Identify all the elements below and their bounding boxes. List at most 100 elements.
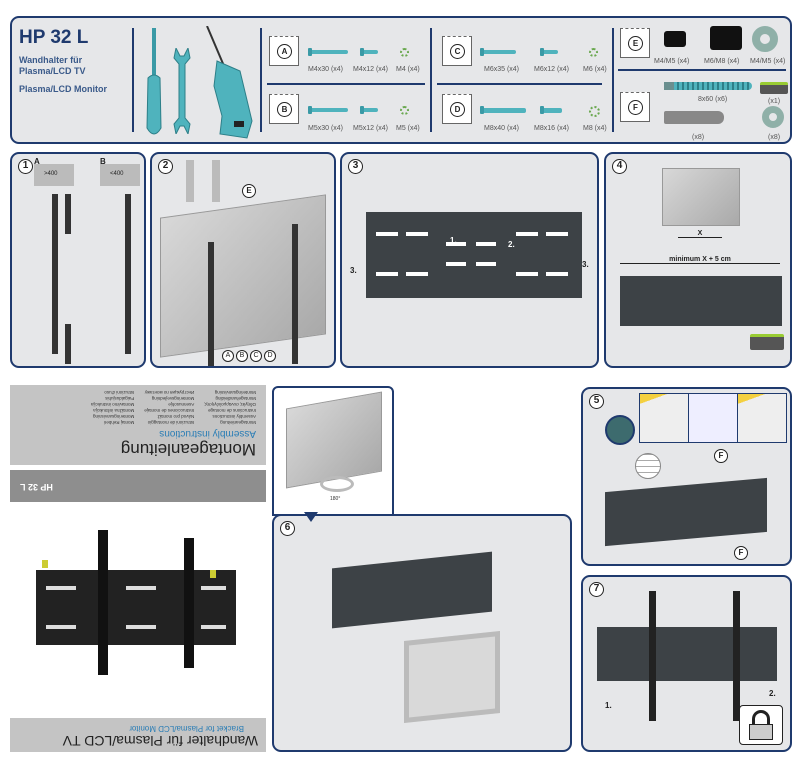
part-label: M4/M5 (x4): [750, 58, 786, 65]
subtitle-line3: Plasma/LCD Monitor: [19, 84, 108, 94]
bracket-arm: [649, 591, 656, 721]
bracket-arm: [292, 224, 298, 364]
part-label: (x8): [692, 134, 705, 141]
bag-letter: A: [277, 44, 292, 59]
bracket-arm: [52, 194, 58, 354]
bag-letter: B: [277, 102, 292, 117]
bag-C: C: [442, 36, 472, 66]
part-label: M6x35 (x4): [484, 66, 520, 73]
wall-plate: [605, 477, 767, 547]
cover-model-band: HP 32 L: [10, 470, 266, 502]
bag-A: A: [269, 36, 299, 66]
bag-letter: C: [450, 44, 465, 59]
wall-plate: [332, 551, 492, 629]
callout-f: F: [714, 449, 728, 463]
cover-subtitle: Assembly instructions: [159, 428, 256, 439]
step-6-panel: 6: [272, 512, 572, 752]
tv-back: [160, 194, 326, 358]
wall-plug-icon: [664, 111, 724, 124]
tv-front: [404, 630, 500, 724]
down-arrow-icon: [304, 512, 318, 522]
part-label: M4 (x4): [396, 66, 420, 73]
screw-icon: [308, 48, 348, 56]
tv-back: [662, 168, 740, 226]
screw-icon: [480, 106, 526, 114]
extension-piece: [65, 324, 71, 364]
step-label: 3.: [350, 266, 357, 275]
step-label: 2.: [508, 240, 515, 249]
step-7-panel: 7 1. 2.: [581, 575, 792, 752]
part-label: M6x12 (x4): [534, 66, 570, 73]
part-label: M4/M5 (x4): [654, 58, 690, 65]
subtitle-line1: Wandhalter für: [19, 55, 83, 65]
step-label: 2.: [769, 689, 776, 698]
divider: [612, 28, 614, 132]
bag-letter: D: [450, 102, 465, 117]
divider: [437, 83, 602, 85]
lock-icon: [739, 705, 783, 745]
screw-icon: [360, 48, 378, 56]
screw-icon: [540, 48, 558, 56]
screw-callouts: A B C D: [222, 350, 276, 362]
spacer-small-icon: [664, 31, 686, 47]
bracket-arm: [208, 242, 214, 366]
callout-f: F: [734, 546, 748, 560]
washer-icon: [589, 48, 598, 57]
step-label: 1.: [605, 701, 612, 710]
dimension-label: >400: [44, 171, 58, 177]
bag-E: E: [620, 28, 650, 58]
callout: B: [236, 350, 248, 362]
cover-bracket-image: [36, 530, 236, 675]
rotate-arrow-icon: [320, 476, 354, 492]
step-number: 5: [589, 394, 604, 409]
warning-water-icon: [689, 394, 738, 442]
rotate-label: 180°: [330, 496, 341, 502]
callout-e: E: [242, 184, 256, 198]
cover-bottom-band: Wandhalter für Plasma/LCD TV Bracket for…: [10, 718, 266, 752]
washer-icon: [589, 106, 600, 117]
spacer-large-icon: [710, 26, 742, 50]
brick-wall-icon: [635, 453, 661, 479]
rotate-tv-panel: 180°: [272, 386, 394, 516]
washer-icon: [752, 26, 778, 52]
part-label: (x1): [768, 98, 781, 105]
wall-plate: [597, 627, 777, 681]
part-label: M5 (x4): [396, 125, 420, 132]
wall-plate: [620, 276, 782, 326]
dimension-x: X: [678, 230, 722, 238]
cover-title: Montageanleitung: [120, 440, 256, 459]
pattern-b: <400: [100, 164, 140, 186]
wrench-icon: [173, 48, 191, 134]
callout: A: [222, 350, 234, 362]
part-label: M8x16 (x4): [534, 125, 570, 132]
callout: C: [250, 350, 262, 362]
wall-plate: [366, 212, 582, 298]
option-b-label: B: [100, 157, 106, 166]
washer-icon: [762, 106, 784, 128]
tv-side-view: [186, 160, 194, 202]
part-label: M6 (x4): [583, 66, 607, 73]
part-label: (x8): [768, 134, 781, 141]
screwdriver-icon: [146, 28, 162, 135]
step-5-panel: 5 F F: [581, 387, 792, 566]
step-number: 2: [158, 159, 173, 174]
bag-B: B: [269, 94, 299, 124]
level-icon: [760, 82, 788, 94]
model-title: HP 32 L: [19, 27, 89, 48]
drill-icon: [206, 26, 253, 139]
dimension-label: <400: [110, 171, 124, 177]
minimum-width: minimum X + 5 cm: [620, 256, 780, 264]
tv-side-view: [212, 160, 220, 202]
step-label: 1.: [450, 236, 457, 245]
tv-back: [286, 391, 382, 489]
washer-icon: [400, 106, 409, 115]
divider: [260, 28, 262, 132]
part-label: M5x12 (x4): [353, 125, 389, 132]
part-label: M6/M8 (x4): [704, 58, 740, 65]
step-number: 1: [18, 159, 33, 174]
pattern-a: >400: [34, 164, 74, 186]
cover-bottom-subtitle: Bracket for Plasma/LCD Monitor: [129, 724, 244, 733]
divider: [132, 28, 134, 132]
